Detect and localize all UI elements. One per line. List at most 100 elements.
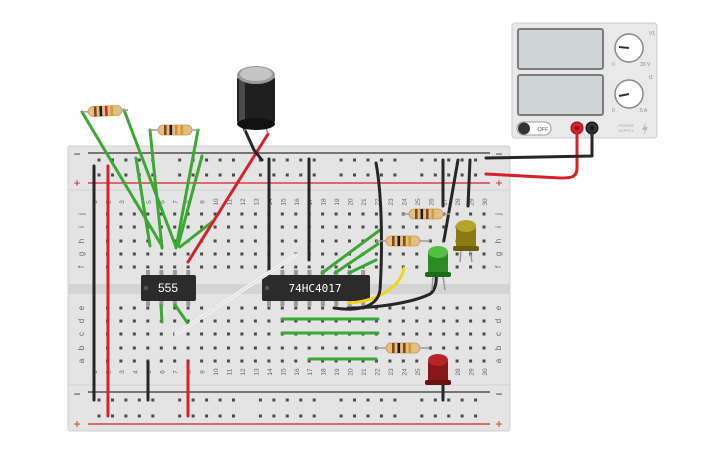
breadboard-hole[interactable] [482,225,486,229]
rail-hole[interactable] [353,398,356,402]
rail-hole[interactable] [285,173,289,177]
green-wire-r1-right[interactable] [122,108,178,249]
rail-hole[interactable] [393,398,397,402]
rail-hole[interactable] [339,414,343,418]
rail-hole[interactable] [393,414,397,418]
breadboard-hole[interactable] [253,306,257,310]
breadboard-hole[interactable] [227,359,230,363]
rail-hole[interactable] [299,158,303,162]
green-wire-out-1[interactable] [320,228,382,275]
red-wire-capacitor[interactable] [186,132,270,264]
breadboard-hole[interactable] [186,225,190,229]
breadboard-hole[interactable] [132,252,136,256]
breadboard-hole[interactable] [415,265,419,269]
led-red[interactable] [425,354,451,385]
breadboard-hole[interactable] [213,319,217,323]
supply-leads[interactable] [484,130,594,180]
breadboard-hole[interactable] [173,319,177,323]
green-wire-555-down-2[interactable] [173,303,191,327]
breadboard-hole[interactable] [294,225,298,229]
voltage-knob[interactable] [614,33,644,63]
breadboard-hole[interactable] [455,306,459,310]
breadboard-hole[interactable] [428,239,432,243]
rail-hole[interactable] [218,414,222,418]
breadboard-hole[interactable] [253,265,257,269]
breadboard-hole[interactable] [200,346,204,350]
breadboard-hole[interactable] [361,212,365,216]
breadboard-hole[interactable] [227,346,230,350]
rail-hole[interactable] [299,398,303,402]
breadboard-hole[interactable] [146,346,150,350]
breadboard-hole[interactable] [253,239,257,243]
rail-hole[interactable] [124,173,128,177]
breadboard-hole[interactable] [240,346,244,350]
rail-hole[interactable] [151,398,155,402]
breadboard-hole[interactable] [159,212,163,216]
breadboard-hole[interactable] [280,306,284,310]
rail-hole[interactable] [460,398,464,402]
rail-hole[interactable] [137,398,141,402]
breadboard-hole[interactable] [442,346,446,350]
breadboard-hole[interactable] [200,319,204,323]
breadboard-hole[interactable] [186,319,190,323]
breadboard-hole[interactable] [348,239,351,243]
rail-hole[interactable] [272,173,276,177]
rail-hole[interactable] [178,173,182,177]
breadboard-hole[interactable] [280,225,284,229]
breadboard-hole[interactable] [428,225,432,229]
rail-hole[interactable] [474,398,478,402]
rail-hole[interactable] [205,173,209,177]
breadboard-hole[interactable] [334,346,338,350]
breadboard-hole[interactable] [213,265,217,269]
green-wire-out-3[interactable] [347,258,378,275]
rail-hole[interactable] [191,414,195,418]
rail-hole[interactable] [447,158,451,162]
rail-hole[interactable] [460,414,464,418]
green-wire-r2-left[interactable] [148,128,164,250]
breadboard-hole[interactable] [321,319,325,323]
breadboard-hole[interactable] [294,346,298,350]
breadboard-hole[interactable] [213,332,217,336]
breadboard-hole[interactable] [132,319,136,323]
breadboard-hole[interactable] [469,306,473,310]
rail-hole[interactable] [285,158,289,162]
resistor-4[interactable] [376,235,430,247]
rail-hole[interactable] [178,398,182,402]
breadboard-hole[interactable] [132,306,136,310]
breadboard-hole[interactable] [132,239,136,243]
breadboard-hole[interactable] [334,252,338,256]
rail-hole[interactable] [285,398,289,402]
breadboard-hole[interactable] [253,332,257,336]
breadboard-hole[interactable] [307,359,311,363]
rail-hole[interactable] [339,173,343,177]
rail-hole[interactable] [191,398,195,402]
breadboard-hole[interactable] [348,346,351,350]
breadboard-hole[interactable] [200,225,204,229]
breadboard-hole[interactable] [146,252,150,256]
breadboard-hole[interactable] [334,225,338,229]
rail-hole[interactable] [447,173,451,177]
black-wire-rail-2[interactable] [442,158,460,242]
breadboard-hole[interactable] [374,319,378,323]
breadboard-hole[interactable] [442,319,446,323]
green-wire-out-2[interactable] [333,242,380,275]
green-wire-timer-1[interactable] [134,156,152,248]
rail-hole[interactable] [366,173,370,177]
flying-wires[interactable] [80,108,472,402]
breadboard-hole[interactable] [132,265,136,269]
breadboard-hole[interactable] [361,319,365,323]
breadboard-hole[interactable] [388,225,392,229]
breadboard-hole[interactable] [388,212,392,216]
breadboard-hole[interactable] [240,265,244,269]
breadboard-hole[interactable] [482,332,486,336]
breadboard-hole[interactable] [253,252,257,256]
breadboard-hole[interactable] [173,346,177,350]
breadboard-hole[interactable] [213,346,217,350]
breadboard-hole[interactable] [374,225,378,229]
breadboard-hole[interactable] [415,306,419,310]
breadboard-hole[interactable] [469,332,473,336]
breadboard-hole[interactable] [307,306,311,310]
rail-hole[interactable] [379,158,383,162]
rail-hole[interactable] [258,414,262,418]
